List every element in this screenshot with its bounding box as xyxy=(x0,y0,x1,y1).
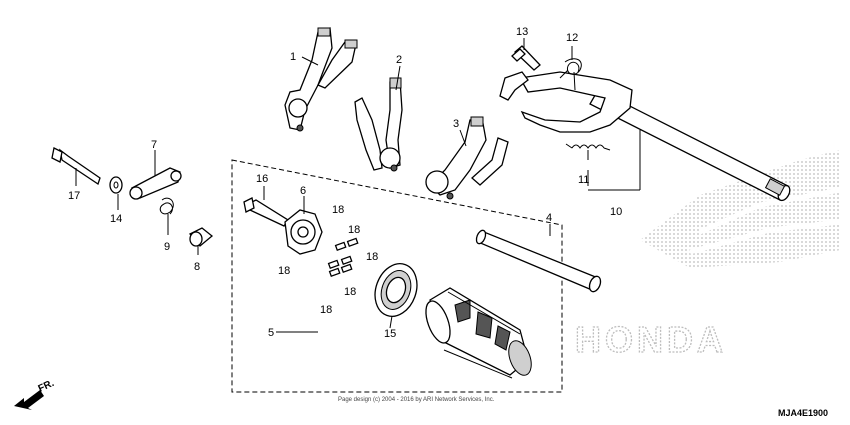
honda-wing-watermark xyxy=(640,150,841,268)
stopper-arm xyxy=(129,167,182,200)
copyright-notice: Page design (c) 2004 - 2016 by ARI Netwo… xyxy=(338,397,495,403)
drum-center-plate xyxy=(284,209,323,255)
front-direction-arrow: FR. xyxy=(14,378,56,410)
callout-13: 13 xyxy=(516,26,528,38)
front-arrow-label: FR. xyxy=(37,378,56,395)
diagram-code: MJA4E1900 xyxy=(778,408,828,418)
shift-drum xyxy=(425,287,532,379)
shift-fork-3 xyxy=(425,116,509,200)
callout-18-b: 18 xyxy=(348,224,360,236)
callout-2: 2 xyxy=(396,54,402,66)
bolt-13 xyxy=(511,45,541,71)
callout-7: 7 xyxy=(151,139,157,151)
brand-watermark: HONDA xyxy=(575,319,727,360)
callout-5: 5 xyxy=(268,327,274,339)
callout-numbers: 1 2 3 4 5 6 7 8 9 10 11 12 13 14 15 16 1… xyxy=(68,26,622,340)
callout-15: 15 xyxy=(384,328,396,340)
callout-8: 8 xyxy=(194,261,200,273)
callout-18-d: 18 xyxy=(278,265,290,277)
shift-fork-2 xyxy=(354,77,403,172)
callout-18-c: 18 xyxy=(366,251,378,263)
callout-4: 4 xyxy=(546,212,552,224)
shift-fork-shaft xyxy=(499,71,791,202)
leader-lines xyxy=(75,38,641,333)
return-spring xyxy=(559,58,582,91)
collar-8 xyxy=(188,227,214,247)
callout-9: 9 xyxy=(164,241,170,253)
callout-17: 17 xyxy=(68,190,80,202)
spring-9 xyxy=(159,197,174,215)
spring-11 xyxy=(565,143,611,151)
callout-18-a: 18 xyxy=(332,204,344,216)
callout-14: 14 xyxy=(110,213,122,225)
callout-18-f: 18 xyxy=(320,304,332,316)
bearing xyxy=(374,263,418,317)
shift-fork-1 xyxy=(284,27,358,132)
bolt-16 xyxy=(243,197,289,227)
assembly-box-outline xyxy=(231,159,563,393)
callout-18-e: 18 xyxy=(344,286,356,298)
bolt-17 xyxy=(51,147,101,186)
dowel-pins xyxy=(327,237,359,278)
callout-3: 3 xyxy=(453,118,459,130)
callout-1: 1 xyxy=(290,51,296,63)
washer-14 xyxy=(109,176,123,194)
callout-11: 11 xyxy=(578,174,589,186)
callout-16: 16 xyxy=(256,173,268,185)
callout-6: 6 xyxy=(300,185,306,197)
shift-shaft-rod xyxy=(475,229,602,293)
callout-12: 12 xyxy=(566,32,578,44)
callout-10: 10 xyxy=(610,206,622,218)
